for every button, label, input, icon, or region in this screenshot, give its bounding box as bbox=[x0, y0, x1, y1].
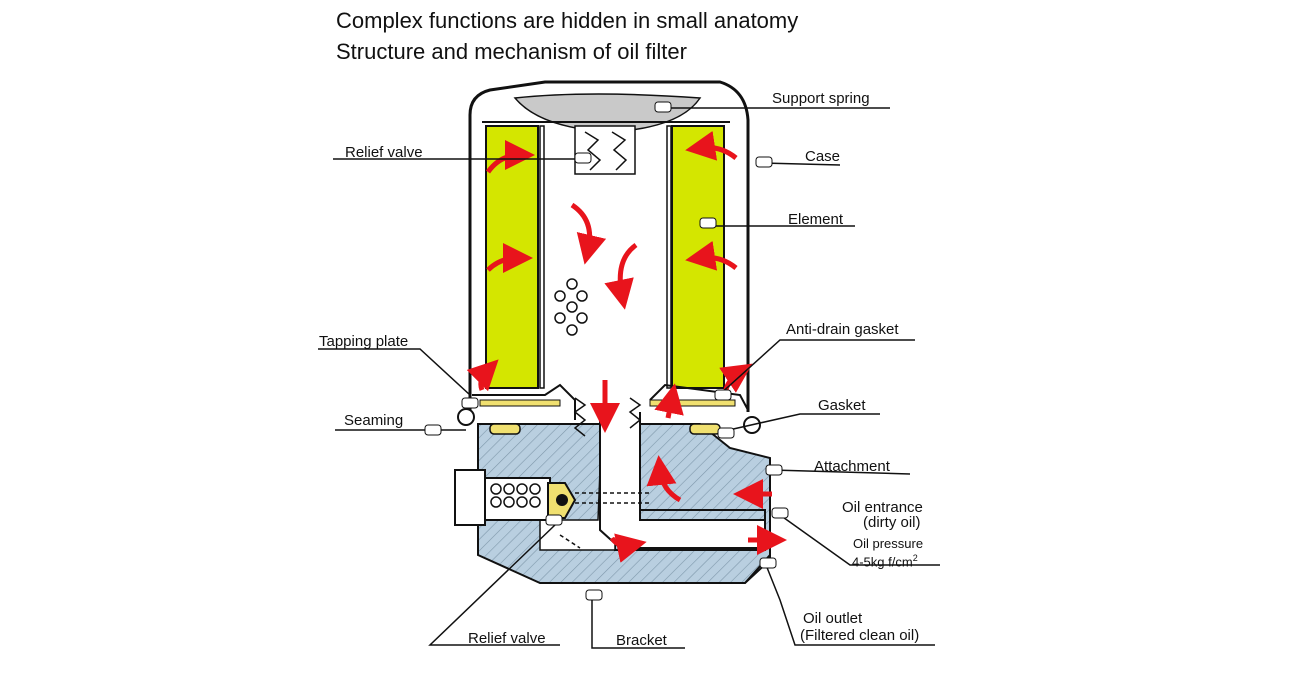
label-element: Element bbox=[788, 211, 844, 228]
label-bracket: Bracket bbox=[616, 632, 667, 649]
leader-lines bbox=[318, 107, 940, 649]
diagram-title-line-2: Structure and mechanism of oil filter bbox=[336, 39, 687, 64]
label-case: Case bbox=[805, 148, 841, 165]
oil-pressure-unit-exponent: 2 bbox=[912, 553, 918, 563]
label-tapping-plate: Tapping plate bbox=[319, 333, 409, 350]
label-anti-drain-gasket: Anti-drain gasket bbox=[786, 321, 899, 338]
label-relief-valve-bottom: Relief valve bbox=[468, 630, 546, 647]
label-attachment: Attachment bbox=[814, 458, 890, 475]
label-relief-valve-top: Relief valve bbox=[345, 144, 423, 161]
diagram-title-line-1: Complex functions are hidden in small an… bbox=[336, 8, 799, 33]
label-oil-outlet: Oil outlet bbox=[803, 610, 863, 627]
label-oil-entrance: Oil entrance bbox=[842, 499, 923, 516]
label-gasket: Gasket bbox=[818, 397, 866, 414]
label-oil-entrance-note: (dirty oil) bbox=[863, 514, 921, 531]
label-oil-outlet-note: (Filtered clean oil) bbox=[800, 627, 920, 644]
label-support-spring: Support spring bbox=[772, 90, 870, 107]
oil-pressure-value-text: 4-5kg f/cm bbox=[852, 554, 913, 570]
label-seaming: Seaming bbox=[344, 412, 404, 429]
label-oil-pressure: Oil pressure bbox=[853, 536, 924, 551]
label-oil-pressure-value: 4-5kg f/cm2 bbox=[852, 551, 918, 569]
